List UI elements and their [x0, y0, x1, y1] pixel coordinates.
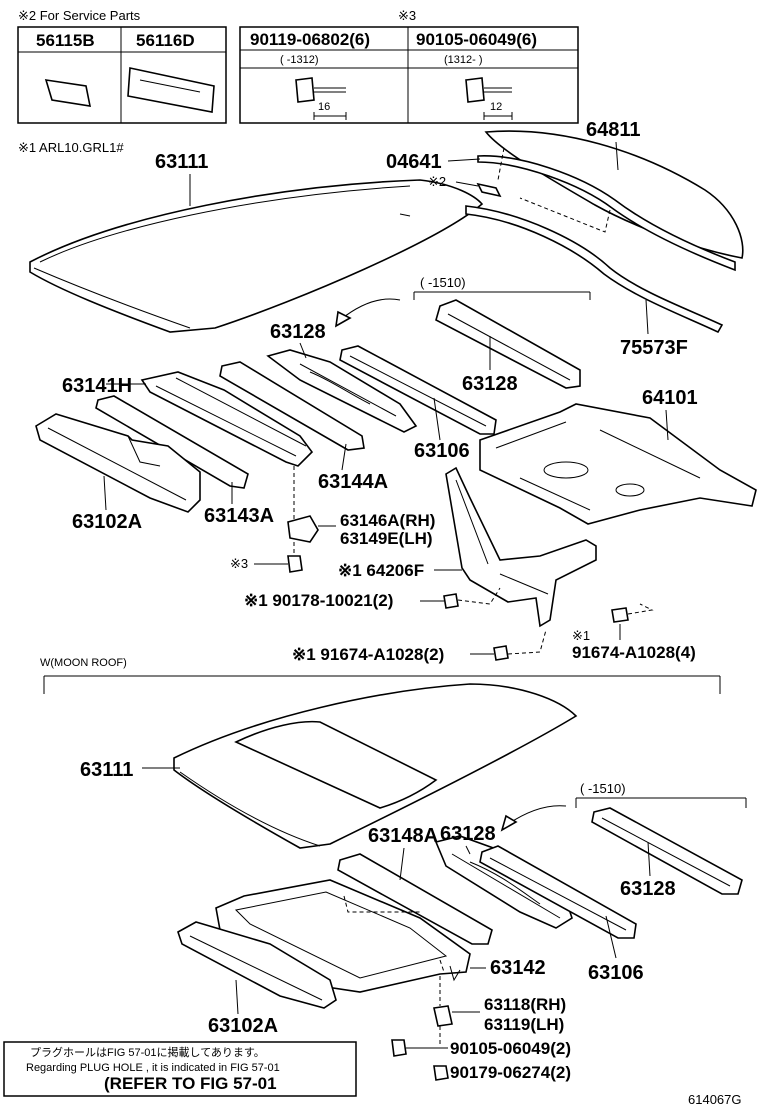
- bolt-dim-1: 16: [318, 101, 330, 113]
- note-line-1: プラグホールはFIG 57-01に掲載してあります。: [30, 1045, 265, 1059]
- bolt-range-1: ( -1312): [280, 54, 319, 66]
- moulding-75573F: [465, 205, 724, 334]
- service-parts-box: 56115B 56116D: [17, 26, 227, 124]
- figure-id: 614067G: [688, 1092, 742, 1107]
- label-63111-moonroof: 63111: [80, 759, 133, 781]
- roof-panel-63111-moonroof: [173, 683, 578, 849]
- arrow-head-1: [334, 310, 352, 328]
- arrow-curve-2: [507, 805, 567, 825]
- nut-90179-icon: [433, 1065, 449, 1081]
- arrow-head-2: [500, 814, 518, 832]
- label-63111-top: 63111: [155, 151, 208, 173]
- roof-rail-63148A: [337, 853, 493, 945]
- label-63119: 63119(LH): [484, 1015, 564, 1034]
- label-63128-right: 63128: [462, 373, 518, 395]
- bolt-90119: 90119-06802(6): [250, 30, 370, 49]
- panel-63102A-moon: [177, 921, 337, 1009]
- label-63148A: 63148A: [368, 825, 438, 847]
- panel-63102A-top: [35, 413, 201, 513]
- label-75573F: 75573F: [620, 337, 688, 359]
- nut-90178-icon: [443, 593, 459, 609]
- bolt-2-head-icon: [465, 77, 485, 103]
- label-91674-mark: ※1: [572, 628, 590, 643]
- label-mark2: ※2: [428, 174, 446, 189]
- label-64101: 64101: [642, 387, 698, 409]
- label-63142: 63142: [490, 957, 546, 979]
- label-04641: 04641: [386, 151, 442, 173]
- plug-hole-note: プラグホールはFIG 57-01に掲載してあります。 Regarding PLU…: [3, 1041, 357, 1097]
- roof-rail-63143A: [95, 395, 249, 489]
- label-63141H: 63141H: [62, 375, 132, 397]
- label-63128-moon-center: 63128: [440, 823, 496, 845]
- note-line-2: Regarding PLUG HOLE , it is indicated in…: [26, 1062, 280, 1074]
- label-63118: 63118(RH): [484, 995, 566, 1014]
- clip-part-mark2: [476, 182, 502, 198]
- roof-bow-63128-b: [266, 349, 418, 433]
- label-63143A: 63143A: [204, 505, 274, 527]
- label-63144A: 63144A: [318, 471, 388, 493]
- bolt-1-head-icon: [295, 77, 315, 103]
- label-63102A-top: 63102A: [72, 511, 142, 533]
- bolt-91674-2-icon: [493, 645, 509, 661]
- range-bracket-2: ( -1510): [580, 781, 626, 796]
- label-90179: 90179-06274(2): [450, 1063, 571, 1082]
- bolt-range-2: (1312- ): [444, 54, 483, 66]
- roof-panel-63111: [29, 179, 484, 333]
- bracket-63146A: [287, 515, 319, 543]
- bracket-63118: [433, 1005, 453, 1027]
- bolt-mark3-icon: [287, 555, 303, 573]
- label-mark3: ※3: [230, 556, 248, 571]
- bolt-90105-icon: [391, 1039, 407, 1057]
- bolt-91674-4-icon: [611, 607, 629, 623]
- label-63102A-moon: 63102A: [208, 1015, 278, 1037]
- roof-rail-63144A: [219, 361, 365, 451]
- label-90178: ※1 90178-10021(2): [244, 591, 393, 610]
- back-panel-64101: [479, 403, 757, 525]
- label-91674-2: ※1 91674-A1028(2): [292, 645, 444, 664]
- brace-64206F: [445, 466, 597, 628]
- moonroof-bracket: [43, 675, 721, 694]
- moonroof-title: W(MOON ROOF): [40, 657, 127, 669]
- weatherstrip-04641: [477, 155, 736, 272]
- bolt-dim-2: 12: [490, 101, 502, 113]
- part-56116D: 56116D: [136, 31, 195, 50]
- label-63128-center: 63128: [270, 321, 326, 343]
- glass-64811: [484, 130, 744, 259]
- part-56115B: 56115B: [36, 31, 95, 50]
- label-63106-top: 63106: [414, 440, 470, 462]
- note-line-3: (REFER TO FIG 57-01: [104, 1074, 277, 1093]
- part-56116D-shape: [127, 67, 215, 113]
- label-63106-moon: 63106: [588, 962, 644, 984]
- label-63146A: 63146A(RH): [340, 511, 435, 530]
- service-box-title: ※2 For Service Parts: [18, 8, 141, 23]
- roof-bow-63106: [339, 345, 497, 435]
- bolt-90105: 90105-06049(6): [416, 30, 537, 49]
- note-arl: ※1 ARL10.GRL1#: [18, 140, 124, 155]
- label-90105: 90105-06049(2): [450, 1039, 571, 1058]
- bolt-box: 90119-06802(6) 90105-06049(6) ( -1312) (…: [239, 26, 579, 124]
- part-56115B-shape: [44, 79, 92, 107]
- range-bracket-1: ( -1510): [420, 275, 466, 290]
- label-63128-moon-right: 63128: [620, 878, 676, 900]
- label-64811: 64811: [586, 119, 641, 141]
- label-64206F: ※1 64206F: [338, 561, 424, 580]
- label-63149E: 63149E(LH): [340, 529, 433, 548]
- bolt-box-title: ※3: [398, 8, 416, 23]
- label-91674-4: 91674-A1028(4): [572, 643, 696, 662]
